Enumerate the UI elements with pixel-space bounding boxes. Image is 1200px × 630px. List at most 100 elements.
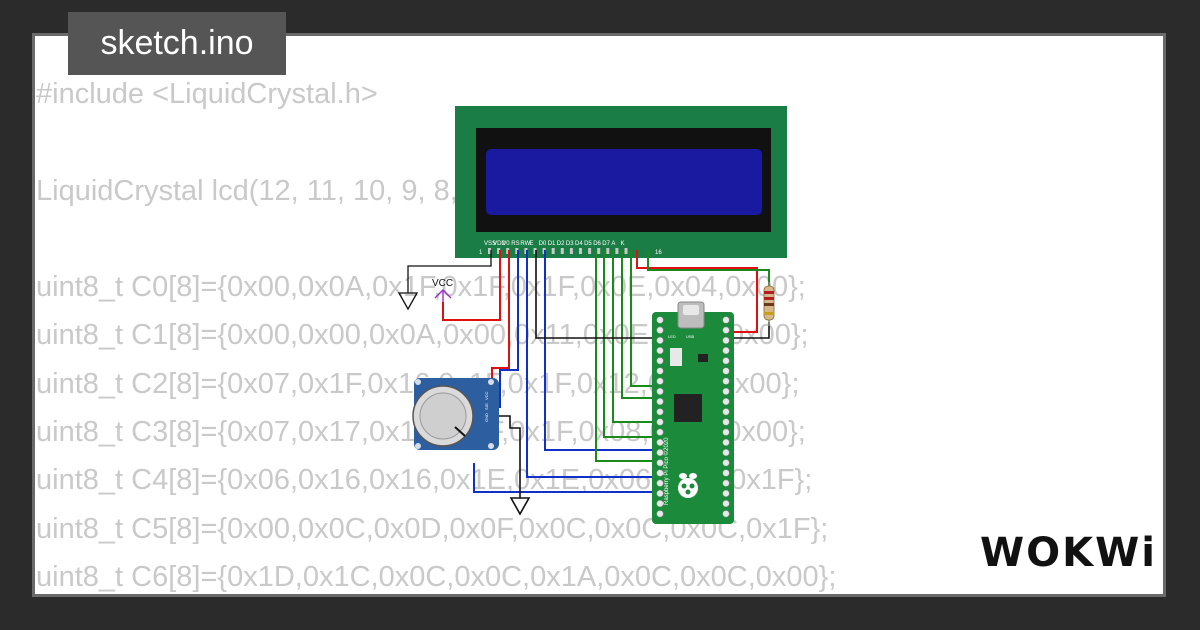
raspberry-logo-icon: [678, 473, 698, 498]
code-line[interactable]: uint8_t C6[8]={0x1D,0x1C,0x0C,0x0C,0x1A,…: [36, 560, 837, 593]
pico-silkscreen: Raspberry Pi Pico ©2020: [663, 437, 670, 505]
pico-pins-right: [722, 316, 730, 518]
pico-pin[interactable]: [722, 316, 730, 324]
pico-pin[interactable]: [722, 398, 730, 406]
pico-pin[interactable]: [656, 459, 664, 467]
lcd-pin-label: D5: [584, 241, 592, 247]
vcc-label: VCC: [432, 278, 453, 289]
lcd-pin-label: VDD: [493, 241, 506, 247]
pico-pin[interactable]: [722, 459, 730, 467]
pico-pin[interactable]: [656, 347, 664, 355]
lcd-pin[interactable]: [506, 248, 510, 254]
wokwi-logo-icon: WOKWi: [980, 530, 1155, 576]
pico-pin[interactable]: [656, 428, 664, 436]
pico-pin[interactable]: [722, 449, 730, 457]
pico-pin[interactable]: [656, 489, 664, 497]
code-line[interactable]: uint8_t C0[8]={0x00,0x0A,0x1F,0x1F,0x1F,…: [36, 271, 806, 304]
pico-pin[interactable]: [722, 377, 730, 385]
lcd-pin-label: K: [621, 241, 625, 247]
pico-pin[interactable]: [722, 418, 730, 426]
lcd-pin[interactable]: [533, 248, 537, 254]
lcd-pin[interactable]: [515, 248, 519, 254]
code-line[interactable]: #include <LiquidCrystal.h>: [36, 78, 378, 110]
pico-pin[interactable]: [656, 377, 664, 385]
pico-pin[interactable]: [722, 469, 730, 477]
lcd-pin[interactable]: [497, 248, 501, 254]
pico-pin[interactable]: [656, 387, 664, 395]
lcd-pin[interactable]: [615, 248, 619, 254]
pico-pin[interactable]: [722, 357, 730, 365]
lcd-pin[interactable]: [524, 248, 528, 254]
pico-pin[interactable]: [722, 500, 730, 508]
wokwi-logo: WOKWi: [978, 524, 1155, 580]
pot-pin-label-sig: SIG: [484, 403, 489, 410]
lcd-pin-label: D4: [575, 241, 583, 247]
lcd-pin[interactable]: [551, 248, 555, 254]
lcd-pin-label: D2: [557, 241, 565, 247]
pico-pin[interactable]: [656, 326, 664, 334]
pico-pin[interactable]: [656, 449, 664, 457]
resistor[interactable]: [763, 282, 775, 326]
pico-pin[interactable]: [656, 408, 664, 416]
pico-led-label: LED: [668, 334, 676, 339]
lcd-pin-label: D1: [548, 241, 556, 247]
rp2040-chip: [674, 394, 702, 422]
pot-pin-label-gnd: GND: [484, 413, 489, 422]
lcd-pin[interactable]: [579, 248, 582, 254]
lcd-pin-label: RW: [520, 241, 530, 247]
lcd-pin[interactable]: [597, 248, 601, 254]
pico-pin[interactable]: [722, 408, 730, 416]
pico-pins-left: [656, 316, 664, 518]
pico-pin[interactable]: [656, 367, 664, 375]
pico-pin[interactable]: [656, 479, 664, 487]
lcd-pin-last: 16: [655, 250, 662, 256]
lcd-pin-label: D3: [566, 241, 574, 247]
pot-pin-label-vcc: VCC: [484, 391, 489, 400]
pico-pin[interactable]: [656, 510, 664, 518]
lcd-pin[interactable]: [569, 248, 573, 254]
lcd-pin-label: D0: [539, 241, 547, 247]
pico-pin[interactable]: [722, 489, 730, 497]
lcd-pin[interactable]: [624, 248, 628, 254]
lcd-pin-label: D7: [602, 241, 610, 247]
pico-pin[interactable]: [722, 336, 730, 344]
lcd-pin-label: V0: [502, 241, 510, 247]
pico-pin[interactable]: [656, 357, 664, 365]
pico-pin[interactable]: [656, 418, 664, 426]
pico-pin[interactable]: [656, 336, 664, 344]
lcd-pin[interactable]: [606, 248, 610, 254]
lcd-pin-label: E: [530, 241, 534, 247]
lcd-pin[interactable]: [588, 248, 592, 254]
pico-pin[interactable]: [722, 367, 730, 375]
pico-pin[interactable]: [656, 438, 664, 446]
pico-pin[interactable]: [722, 326, 730, 334]
lcd-screen: [486, 149, 762, 215]
lcd-pin-first: 1: [479, 250, 483, 256]
pico-usb-label: USB: [686, 334, 695, 339]
pico-pin[interactable]: [722, 387, 730, 395]
pico-pin[interactable]: [722, 479, 730, 487]
ground-symbol-left: [397, 250, 492, 311]
pico-pin[interactable]: [722, 428, 730, 436]
vcc-symbol: VCC: [432, 278, 453, 302]
pico-pin[interactable]: [722, 438, 730, 446]
pico-pin[interactable]: [656, 398, 664, 406]
pico-pin[interactable]: [722, 510, 730, 518]
raspberry-pi-pico[interactable]: USB LED Raspberry Pi Pico ©2020: [652, 301, 734, 524]
wires-green: [595, 250, 770, 462]
pico-pin[interactable]: [722, 347, 730, 355]
lcd-pin-label: VSS: [484, 241, 496, 247]
file-tab[interactable]: sketch.ino: [68, 12, 286, 75]
pico-pin[interactable]: [656, 500, 664, 508]
wokwi-logo-text: WOKWi: [980, 530, 1153, 576]
pico-pin[interactable]: [656, 316, 664, 324]
code-editor[interactable]: #include <LiquidCrystal.h>LiquidCrystal …: [36, 70, 836, 601]
lcd-pin[interactable]: [488, 248, 491, 254]
pico-pin[interactable]: [656, 469, 664, 477]
lcd-pin-label: D6: [593, 241, 601, 247]
lcd-pin[interactable]: [560, 248, 564, 254]
potentiometer[interactable]: GND SIG VCC: [412, 378, 499, 450]
